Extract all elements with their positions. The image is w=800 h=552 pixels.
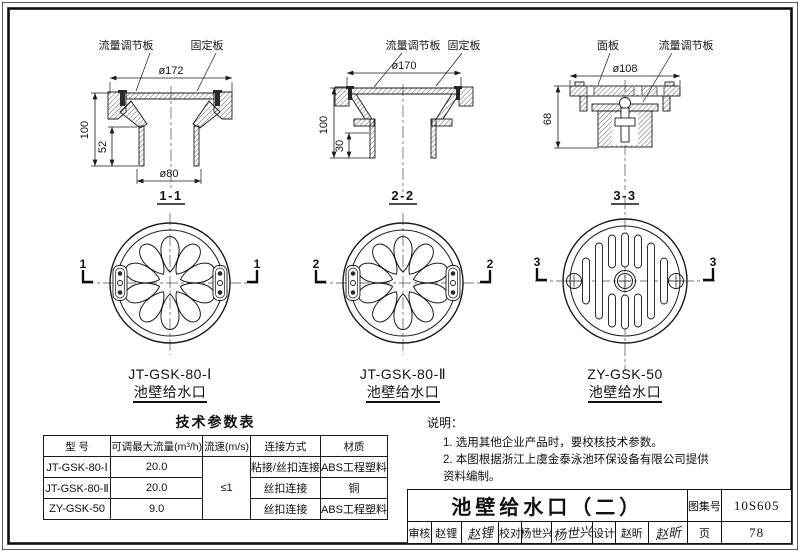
cell-model: ZY-GSK-50 [42,498,112,520]
dim-top-diameter-3: ø108 [569,63,681,85]
page-number: 78 [721,522,791,543]
col-connection: 连接方式 [249,435,321,457]
svg-text:68: 68 [542,113,554,125]
section-1-1-drawing: 流量调节板 固定板 ø172 100 52 ø80 [79,38,233,205]
dim-height-1: 100 [79,92,138,167]
dim-lower-height-1: 52 [97,126,137,166]
table-row: JT-GSK-80-Ⅰ 20.0 ≤1 粘接/丝扣连接 ABS工程塑料 [42,456,389,520]
checker-name: 杨世兴 [521,522,551,543]
col-material: 材质 [319,435,389,457]
notes-section: 说明： 1. 选用其他企业产品时，要校核技术参数。 2. 本图根据浙江上虞金泰泳… [427,414,709,486]
section-caption-3: 3-3 [613,188,636,203]
section-2-2-drawing: 流量调节板 固定板 ø170 100 30 2-2 [318,38,481,205]
col-model: 型 号 [42,435,112,457]
plan-name-1: 池壁给水口 [134,384,207,400]
cut-number-2-right: 2 [487,257,494,271]
svg-text:ø108: ø108 [612,63,637,75]
dim-lower-height-2: 30 [334,132,369,158]
dim-top-diameter-1: ø172 [109,65,233,92]
atlas-number-label: 图集号 [686,490,722,522]
plan-name-2: 池壁给水口 [367,384,440,400]
title-block-bottom-row: 审核 赵锂 赵锂 校对 杨世兴 杨世兴 设计 赵昕 赵昕 页 78 [408,521,791,543]
label-flow-plate-3: 流量调节板 [659,38,714,52]
drawing-title: 池壁给水口（二） [451,497,644,520]
svg-text:ø172: ø172 [158,65,183,77]
cut-number-3-right: 3 [710,255,717,269]
plan-jt-gsk-80-1: 1 1 JT-GSK-80-Ⅰ 池壁给水口 [80,213,261,403]
checker-signature: 杨世兴 [551,522,592,543]
section-caption-2: 2-2 [391,188,414,203]
label-flow-plate-1: 流量调节板 [99,38,154,52]
plan-name-3: 池壁给水口 [589,384,662,400]
svg-text:52: 52 [97,141,109,153]
cell-model: JT-GSK-80-Ⅰ [42,456,112,478]
reviewer-signature: 赵锂 [460,522,498,543]
svg-text:100: 100 [79,121,91,139]
label-flow-plate-2: 流量调节板 [386,38,441,52]
notes-title: 说明： [427,416,464,430]
parameter-table-section: 技术参数表 型 号 可调最大流量(m³/h) 流速(m/s) 连接方式 材质 J… [42,412,389,520]
label-fixed-plate-1: 固定板 [191,38,224,52]
dim-top-diameter-2: ø170 [346,60,462,87]
plan-zy-gsk-50: 3 3 ZY-GSK-50 池壁给水口 [534,197,717,403]
designer-name: 赵昕 [614,522,648,543]
checker-label: 校对 [497,522,522,543]
cell-velocity: ≤1 [202,456,251,520]
signature-text: 赵昕 [654,524,682,543]
designer-label: 设计 [592,522,615,543]
cell-material: ABS工程塑料 [319,498,389,520]
cell-connection: 丝扣连接 [249,498,321,520]
svg-text:ø80: ø80 [160,168,179,180]
table-row: JT-GSK-80-Ⅱ 20.0 丝扣连接 铜 [42,477,389,499]
parameter-table-title: 技术参数表 [175,414,256,430]
parameter-table: 型 号 可调最大流量(m³/h) 流速(m/s) 连接方式 材质 JT-GSK-… [42,435,389,520]
title-block-top-row: 池壁给水口（二） 图集号 10S605 [408,490,791,522]
cell-material: ABS工程塑料 [319,456,389,478]
svg-text:ø170: ø170 [391,60,416,72]
cell-connection: 丝扣连接 [249,477,321,499]
label-fixed-plate-2: 固定板 [448,38,481,52]
atlas-number-value: 10S605 [721,490,791,522]
section-caption-1: 1-1 [159,188,182,203]
page-label: 页 [686,522,722,543]
designer-signature: 赵昕 [647,522,687,543]
cell-material: 铜 [319,477,389,499]
table-row: ZY-GSK-50 9.0 丝扣连接 ABS工程塑料 [42,498,389,520]
reviewer-name: 赵锂 [430,522,461,543]
col-velocity: 流速(m/s) [202,435,251,457]
signature-text: 杨世兴 [552,524,593,543]
label-panel-3: 面板 [597,38,619,52]
section-3-3-drawing: 面板 流量调节板 ø108 68 3-3 [542,38,714,205]
plan-model-2: JT-GSK-80-Ⅱ [360,366,446,382]
reviewer-label: 审核 [408,527,431,540]
note-item-2: 2. 本图根据浙江上虞金泰泳池环保设备有限公司提供资料编制。 [443,454,709,483]
cut-number-2-left: 2 [313,257,320,271]
cut-number-3-left: 3 [534,255,541,269]
inner-border [7,7,793,545]
plan-jt-gsk-80-2: 2 2 JT-GSK-80-Ⅱ 池壁给水口 [313,213,494,403]
title-block: 池壁给水口（二） 图集号 10S605 审核 赵锂 赵锂 校对 杨世兴 杨世兴 … [407,489,792,544]
cell-model: JT-GSK-80-Ⅱ [42,477,112,499]
cell-flow: 20.0 [110,477,204,499]
plan-model-1: JT-GSK-80-Ⅰ [128,366,212,382]
dim-height-3: 68 [542,85,598,149]
note-item-1: 1. 选用其他企业产品时，要校核技术参数。 [443,437,663,449]
cut-number-1-left: 1 [80,257,87,271]
dim-pipe-diameter-1: ø80 [136,168,202,184]
cell-flow: 20.0 [110,456,204,478]
cell-connection: 粘接/丝扣连接 [249,456,321,478]
table-header-row: 型 号 可调最大流量(m³/h) 流速(m/s) 连接方式 材质 [42,435,389,457]
plan-model-3: ZY-GSK-50 [587,366,663,382]
col-flow: 可调最大流量(m³/h) [110,435,204,457]
svg-text:30: 30 [334,140,346,152]
svg-text:100: 100 [318,116,330,134]
dim-height-2: 100 [318,87,371,159]
cut-number-1-right: 1 [254,257,261,271]
cell-flow: 9.0 [110,498,204,520]
signature-text: 赵锂 [466,524,494,543]
